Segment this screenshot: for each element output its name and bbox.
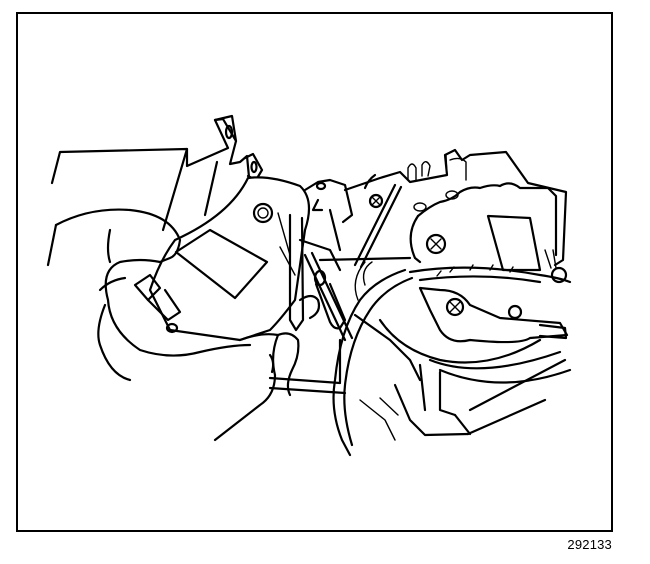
hand-right <box>213 332 300 442</box>
hvac-module-plate <box>318 148 568 272</box>
figure-caption-id: 292133 <box>567 537 612 552</box>
actuator <box>148 176 311 342</box>
blower-scroll <box>268 261 572 441</box>
hand-left <box>46 208 252 382</box>
actuator-screw <box>252 202 274 224</box>
hvac-module-housing <box>50 114 264 232</box>
mounting-screw-3 <box>550 266 568 284</box>
mounting-bracket <box>418 249 569 344</box>
electrical-connector <box>133 273 182 334</box>
linkage-rod <box>288 213 354 342</box>
mounting-screw-2 <box>507 304 523 320</box>
mounting-screw-1 <box>445 297 465 317</box>
door-lever <box>298 173 403 272</box>
figure-frame <box>16 12 613 532</box>
wiring-harness <box>332 264 572 457</box>
